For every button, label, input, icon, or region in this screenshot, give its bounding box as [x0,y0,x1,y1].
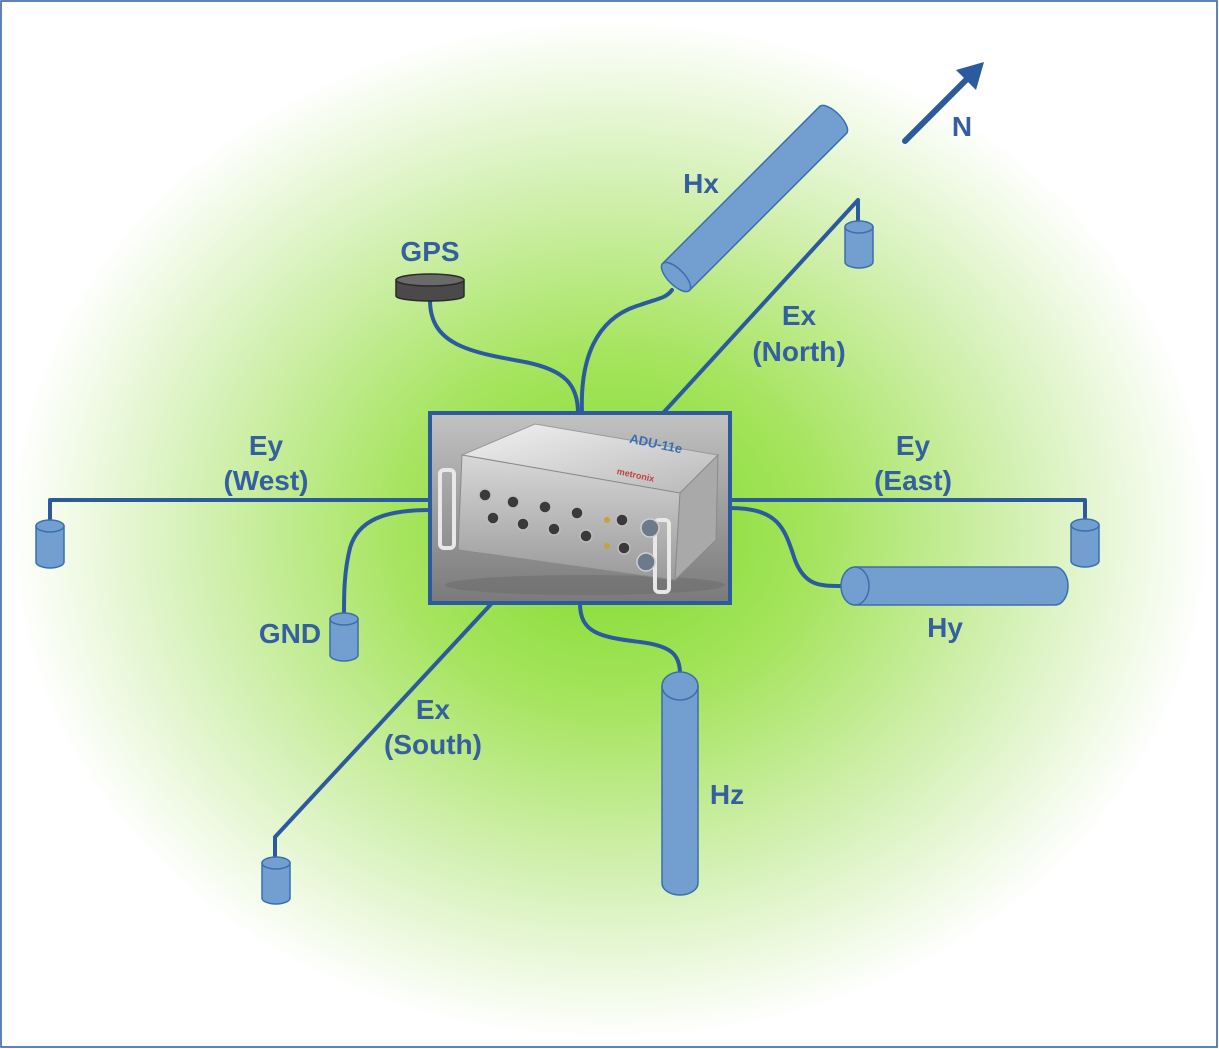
gnd-label: GND [259,618,321,649]
ey-east-cable [728,498,1087,524]
electrode-ey-west-icon [35,519,65,569]
ey-east-label-line2: (East) [874,465,952,496]
ex-south-cable [273,600,495,862]
hz-cable [578,601,682,676]
ex-north-label-line2: (North) [752,336,845,367]
ex-north-label-line1: Ex [782,300,817,331]
cable-group [48,198,1087,862]
gps-antenna-icon [395,273,465,302]
ex-north-cable [662,198,860,414]
hx-cable [579,288,674,415]
data-logger-device-icon: ADU-11e metronix [428,411,732,605]
hy-label: Hy [927,612,963,643]
hy-cable [728,506,844,588]
electrode-ex-south-icon [261,856,291,905]
gnd-cable [342,508,432,616]
ey-west-label-line1: Ey [249,430,284,461]
north-label: N [952,111,972,142]
hx-coil-icon [660,104,849,293]
ey-west-label-line2: (West) [223,465,308,496]
ey-west-cable [48,498,432,524]
label-group: GPS Hx N Ex (North) Ey (West) Ey (East) … [223,111,972,810]
gps-label: GPS [400,236,459,267]
hx-label: Hx [683,168,719,199]
north-arrow-icon [902,62,984,144]
ex-south-label-line1: Ex [416,694,451,725]
electrode-gnd-icon [329,612,359,662]
hy-coil-icon [840,566,1069,606]
gps-cable [428,298,580,415]
hz-coil-icon [661,671,699,896]
ex-south-label-line2: (South) [384,729,482,760]
hz-label: Hz [710,779,744,810]
electrode-ex-north-icon [844,220,874,269]
electrode-ey-east-icon [1070,518,1100,568]
ey-east-label-line1: Ey [896,430,931,461]
